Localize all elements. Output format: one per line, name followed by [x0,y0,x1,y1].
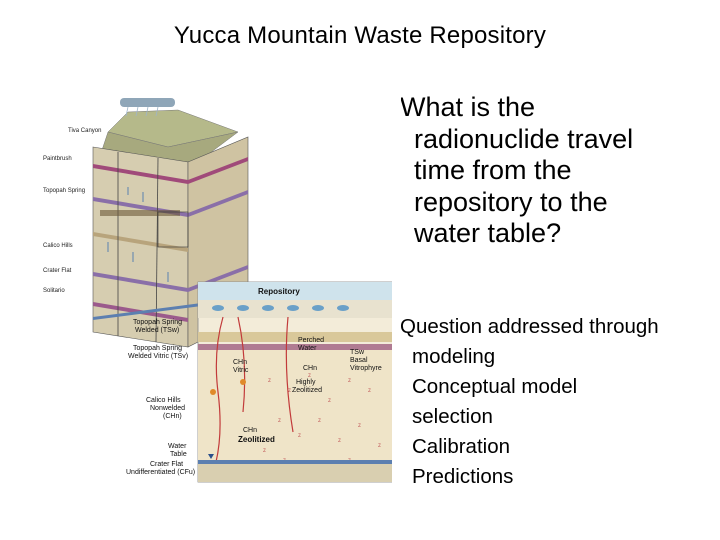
label-tiva-canyon: Tiva Canyon [68,128,101,134]
svg-text:z: z [368,388,371,394]
svg-text:z: z [348,378,351,384]
svg-text:z: z [378,443,381,449]
bullet-item-3: Calibration [400,432,720,462]
svg-text:TSw: TSw [350,349,365,356]
svg-text:z: z [328,398,331,404]
svg-text:z: z [298,433,301,439]
svg-text:CHn: CHn [243,427,257,434]
svg-text:z: z [268,378,271,384]
text-clip-mask [392,90,401,490]
svg-text:Welded (TSw): Welded (TSw) [135,327,179,334]
svg-text:z: z [358,423,361,429]
question-line-1: What is the [400,92,710,124]
slide-title: Yucca Mountain Waste Repository [0,22,720,50]
repository-cross-section-figure: Tiva Canyon Paintbrush Topopah Spring Ca… [38,92,398,492]
svg-text:Crater Flat: Crater Flat [150,461,183,468]
question-line-4: repository to the [400,187,710,219]
label-topopah: Topopah Spring [43,188,85,194]
label-calico: Calico Hills [43,243,73,249]
inset-repository-label: Repository [258,287,300,296]
question-line-3: time from the [400,155,710,187]
svg-text:Table: Table [170,451,187,458]
svg-text:CHn: CHn [233,359,247,366]
question-text: What is the radionuclide travel time fro… [400,92,710,250]
bullet-item-2-cont: selection [400,402,720,432]
svg-text:Vitric: Vitric [233,367,249,374]
svg-text:Zeolitized: Zeolitized [292,387,322,394]
svg-text:Basal: Basal [350,357,368,364]
svg-text:Zeolitized: Zeolitized [238,435,275,444]
svg-text:Topopah Spring: Topopah Spring [133,345,182,352]
svg-text:Topopah Spring: Topopah Spring [133,319,182,326]
svg-text:Calico Hills: Calico Hills [146,397,181,404]
svg-text:z: z [318,418,321,424]
bullet-item-2: Conceptual model [400,372,720,402]
svg-text:Highly: Highly [296,379,316,386]
label-solitario: Solitario [43,288,65,294]
svg-text:Nonwelded: Nonwelded [150,405,185,412]
bullet-item-4: Predictions [400,462,720,492]
svg-text:(CHn): (CHn) [163,413,182,420]
svg-text:Perched: Perched [298,337,324,344]
svg-text:z: z [278,418,281,424]
svg-text:Welded Vitric (TSv): Welded Vitric (TSv) [128,353,188,360]
label-paintbrush: Paintbrush [43,156,72,162]
label-crater: Crater Flat [43,268,72,274]
question-line-5: water table? [400,218,710,250]
question-line-2: radionuclide travel [400,124,710,156]
svg-text:Vitrophyre: Vitrophyre [350,365,382,372]
svg-text:z: z [338,438,341,444]
svg-text:z: z [263,448,266,454]
bullet-list: Question addressed through modeling Conc… [400,312,720,492]
bullet-item-1-cont: modeling [400,342,720,372]
bullet-item-1: Question addressed through [400,312,720,342]
inset-diagram: Repository Perched Water zzz zzz zzz zzz… [198,282,393,482]
svg-text:Undifferentiated (CFu): Undifferentiated (CFu) [126,469,195,476]
svg-text:Water: Water [168,443,187,450]
svg-text:CHn: CHn [303,365,317,372]
